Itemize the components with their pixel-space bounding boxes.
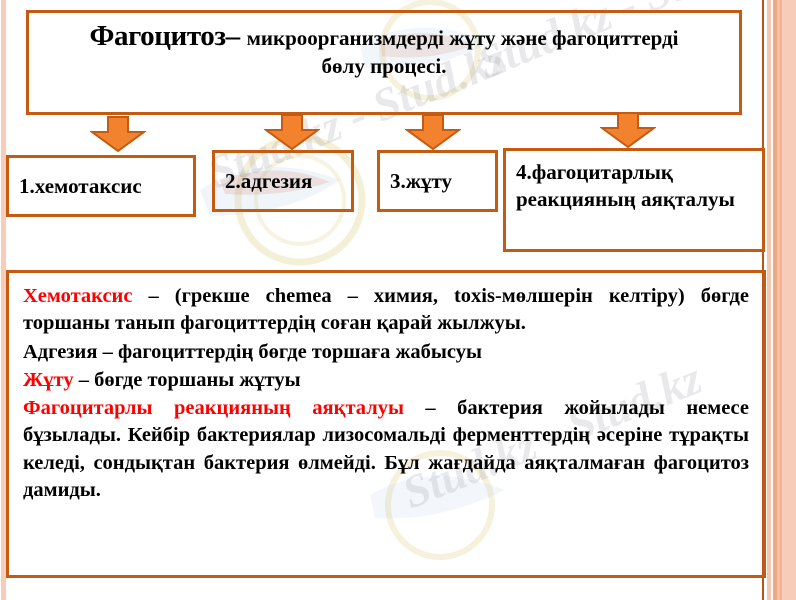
arrow-down-step1 bbox=[90, 116, 146, 152]
definitions-text-box: Хемотаксис – (грекше chemea – химия, tox… bbox=[6, 270, 766, 578]
paragraph-completion: Фагоцитарлы реакцияның аяқталуы – бактер… bbox=[23, 395, 749, 504]
left-decorative-band bbox=[0, 0, 6, 600]
step-label-1: 1.хемотаксис bbox=[19, 173, 142, 198]
arrow-down-step4 bbox=[600, 112, 656, 148]
title-definition: микроорганизмдерді жұту және фагоциттерд… bbox=[246, 26, 679, 79]
term-chemotaxis: Хемотаксис bbox=[23, 285, 133, 307]
text-chemotaxis: – (грекше chemea – химия, toxis-мөлшерін… bbox=[23, 285, 749, 335]
step-label-3: 3.жұту bbox=[390, 168, 453, 193]
title-term: Фагоцитоз bbox=[89, 20, 226, 52]
step-box-1: 1.хемотаксис bbox=[6, 155, 196, 217]
step-label-4: 4.фагоцитарлық реакцияның аяқталуы bbox=[516, 160, 735, 211]
right-decorative-band bbox=[762, 0, 796, 600]
arrow-down-step3 bbox=[405, 114, 461, 150]
title-box: Фагоцитоз– микроорганизмдерді жұту және … bbox=[26, 10, 742, 115]
paragraph-chemotaxis: Хемотаксис – (грекше chemea – химия, tox… bbox=[23, 283, 749, 338]
title-text: Фагоцитоз– микроорганизмдерді жұту және … bbox=[84, 19, 684, 80]
title-dash: – bbox=[225, 20, 247, 52]
arrow-down-step2 bbox=[264, 114, 320, 150]
step-label-2: 2.адгезия bbox=[225, 168, 313, 193]
text-ingestion: – бөгде торшаны жұтуы bbox=[73, 368, 301, 391]
term-completion: Фагоцитарлы реакцияның аяқталуы bbox=[23, 397, 404, 419]
step-box-2: 2.адгезия bbox=[212, 150, 354, 212]
text-adhesion: Адгезия – фагоциттердің бөгде торшаға жа… bbox=[23, 340, 482, 363]
paragraph-adhesion: Адгезия – фагоциттердің бөгде торшаға жа… bbox=[23, 339, 749, 366]
step-box-3: 3.жұту bbox=[377, 150, 498, 212]
step-box-4: 4.фагоцитарлық реакцияның аяқталуы bbox=[503, 148, 765, 252]
text-completion: – бактерия жойылады немесе бұзылады. Кей… bbox=[23, 397, 749, 501]
term-ingestion: Жұту bbox=[23, 368, 74, 391]
paragraph-ingestion: Жұту – бөгде торшаны жұтуы bbox=[23, 367, 749, 394]
